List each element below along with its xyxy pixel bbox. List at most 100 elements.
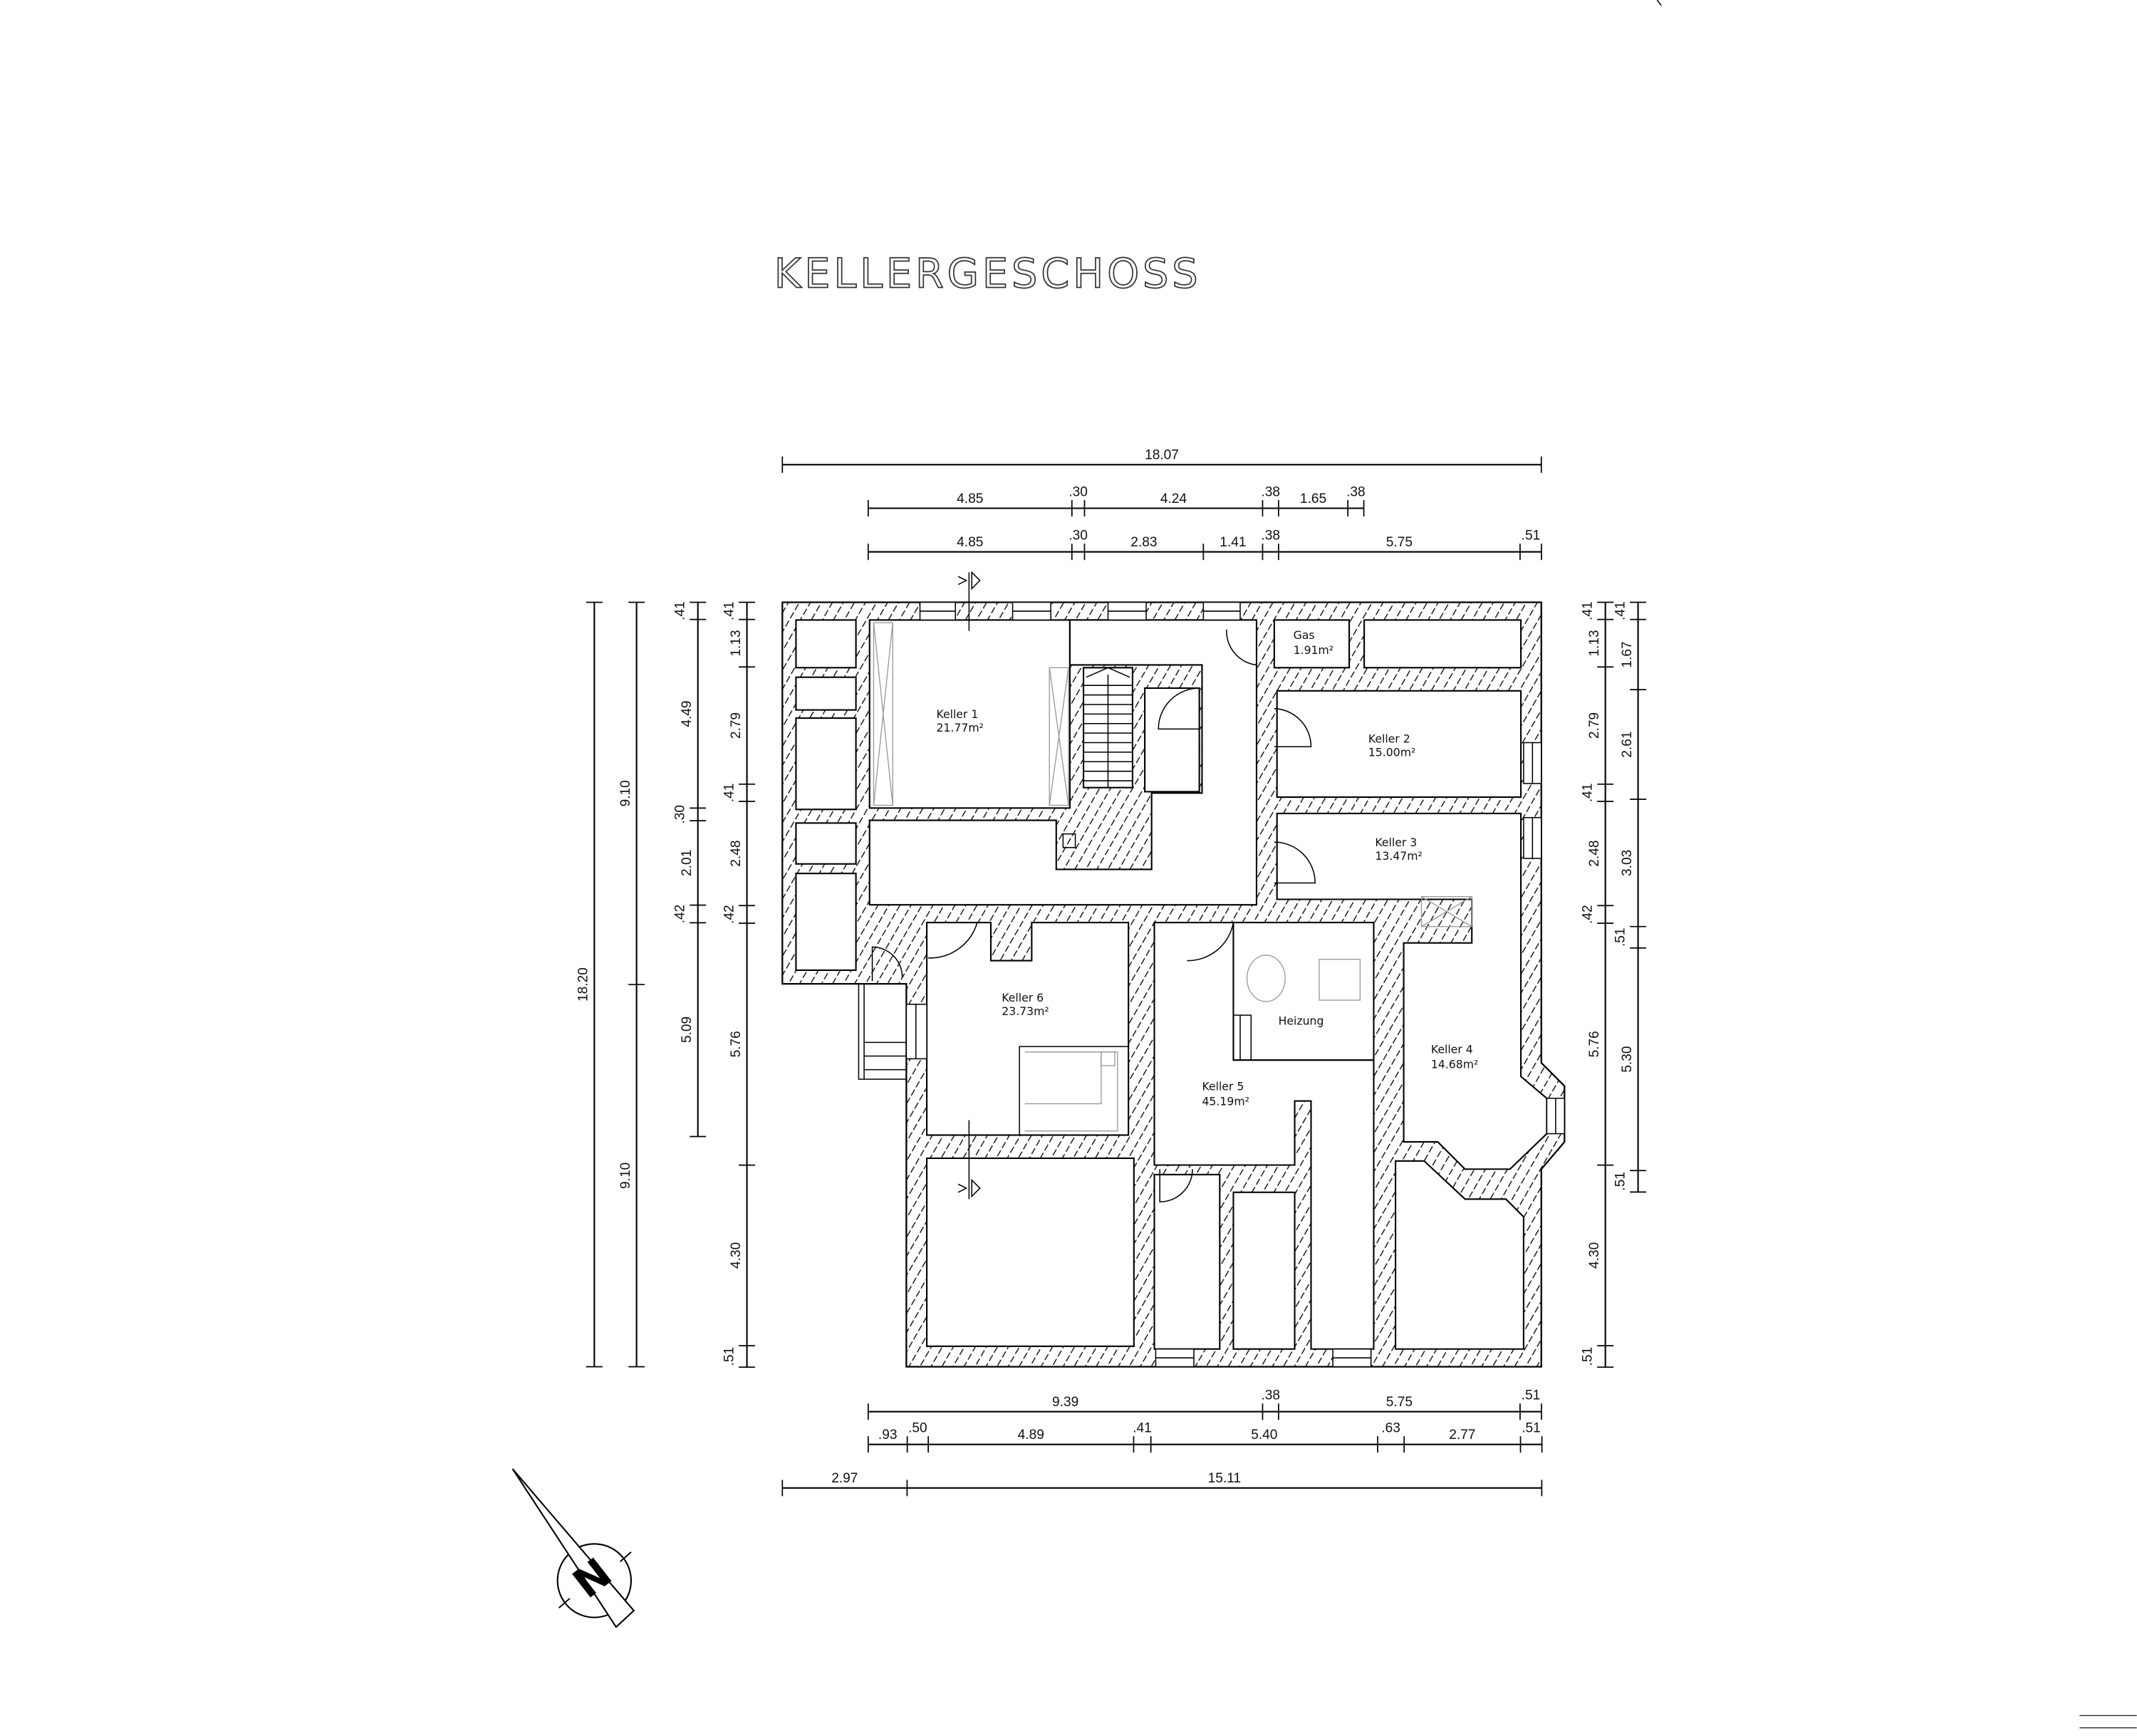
staircase	[1062, 667, 1200, 848]
dimension-label: 1.13	[1587, 630, 1602, 656]
dimension-label: 5.75	[1386, 1395, 1413, 1410]
dimension-label: 5.40	[1251, 1428, 1277, 1443]
dimension-label: 4.30	[1587, 1242, 1602, 1269]
section-marker-bottom	[957, 1120, 981, 1200]
dimension-label: 9.10	[618, 1163, 633, 1189]
dimension-label: 1.67	[1620, 641, 1635, 667]
dimension-chain-left-inner-1: .414.49.302.01.425.09	[673, 601, 707, 1138]
dimension-label: 2.61	[1620, 731, 1635, 757]
dimension-label: 5.76	[729, 1031, 744, 1057]
left-storage-bays	[795, 619, 857, 972]
dimension-label: 9.39	[1052, 1395, 1078, 1410]
dimension-label: .51	[1613, 927, 1628, 947]
dimension-chains: 18.07 4.85 .30 4.24 .38 1.65 .38 4.85 .30 2.83 1.4…	[576, 448, 1647, 1497]
room-bottom-narrow-2	[1232, 1191, 1296, 1350]
shaft-markers	[873, 622, 1472, 927]
room-area: 45.19m²	[1202, 1094, 1249, 1108]
room-name: Keller 1	[936, 707, 978, 721]
dimension-chain-right-inner-1: .411.132.79.412.48.425.764.30.51	[1581, 601, 1614, 1368]
dimension-label: .30	[1068, 528, 1088, 543]
room-keller-1	[868, 619, 1071, 809]
room-name: Keller 5	[1202, 1079, 1244, 1093]
dimension-label: 4.85	[957, 492, 983, 506]
dimension-label: 2.97	[831, 1471, 858, 1486]
dimension-label: 2.01	[680, 850, 695, 876]
dimension-label: .38	[1261, 484, 1280, 499]
north-arrow-icon: N	[511, 1468, 635, 1628]
room-bottom-left	[926, 1157, 1135, 1347]
room-name: Keller 6	[1002, 991, 1044, 1004]
dimension-chain-left-overall: 18.20	[576, 601, 603, 1368]
room-heizung	[1232, 921, 1375, 1061]
windows	[905, 601, 1566, 1368]
dimension-label: 2.79	[729, 712, 744, 739]
dimension-chain-top-overall: 18.07	[781, 448, 1542, 473]
room-keller-2	[1276, 690, 1522, 799]
room-bottom-right	[1395, 1160, 1524, 1350]
dimension-label: .41	[673, 601, 688, 620]
dimension-label: .38	[1346, 484, 1366, 499]
dimension-label: 15.11	[1208, 1471, 1241, 1486]
dimension-chain-bottom-3: 2.97 15.11	[781, 1471, 1543, 1497]
counter-fixture	[1019, 1046, 1129, 1135]
dimension-label: .50	[908, 1420, 927, 1435]
dimension-label: 5.76	[1587, 1031, 1602, 1057]
boiler-icon	[1246, 955, 1286, 1002]
exterior-stair	[858, 984, 907, 1080]
dimension-label: 1.13	[729, 630, 744, 656]
dimension-label: .30	[673, 805, 688, 824]
heizung-niche	[1233, 1014, 1252, 1061]
dimension-label: .42	[1581, 905, 1596, 924]
room-name: Gas	[1294, 628, 1315, 642]
dimension-label: 2.77	[1449, 1428, 1475, 1443]
dimension-label: .51	[1613, 1172, 1628, 1191]
dimension-label: 1.65	[1300, 492, 1326, 506]
dimension-label: 9.10	[618, 780, 633, 806]
tank-icon	[1319, 958, 1361, 1001]
room-keller-5	[1153, 921, 1375, 1350]
dimension-label: .42	[722, 905, 737, 924]
dimension-label: .41	[722, 784, 737, 803]
dimension-label: 4.24	[1160, 492, 1187, 506]
dimension-label: .51	[1522, 1420, 1541, 1435]
dimension-label: 2.79	[1587, 712, 1602, 739]
dimension-chain-right-inner-2: .411.672.613.03.515.30.51	[1613, 601, 1647, 1193]
dimension-label: .41	[1581, 601, 1596, 620]
dimension-label: .41	[1133, 1420, 1152, 1435]
dimension-label: .41	[1581, 784, 1596, 803]
dimension-label: .41	[1613, 601, 1628, 620]
dimension-label: 5.75	[1386, 535, 1413, 550]
room-area: 13.47m²	[1375, 849, 1422, 863]
room-name: Keller 3	[1375, 836, 1417, 849]
room-name: Heizung	[1279, 1014, 1324, 1027]
dimension-label: 4.85	[957, 535, 983, 550]
room-area: 23.73m²	[1002, 1004, 1049, 1018]
section-marker-top	[957, 571, 981, 631]
room-bottom-narrow-1	[1153, 1173, 1221, 1350]
dimension-label: .51	[1522, 528, 1541, 543]
dimension-label: 4.30	[729, 1242, 744, 1269]
dimension-label: 18.07	[1145, 448, 1179, 463]
dimension-label: 1.41	[1220, 535, 1246, 550]
dimension-label: .41	[722, 601, 737, 620]
dimension-label: 18.20	[576, 967, 591, 1002]
dimension-label: 5.09	[680, 1017, 695, 1043]
room-area: 21.77m²	[936, 721, 983, 734]
room-keller-6	[926, 921, 1130, 1136]
dimension-label: .30	[1068, 484, 1088, 499]
sheet-marks	[1656, 0, 2137, 1729]
dimension-label: .51	[722, 1347, 737, 1366]
dimension-label: 2.48	[729, 840, 744, 866]
dimension-chain-left-half: 9.10 9.10	[618, 601, 645, 1368]
dimension-chain-left-inner-2: .41 1.13 2.79 .41 2.48 .42 5.76 4.30 .51	[722, 601, 756, 1368]
drawing-title: KELLERGESCHOSS	[774, 250, 1207, 298]
room-name: Keller 4	[1431, 1043, 1473, 1056]
room-name: Keller 2	[1368, 732, 1410, 746]
room-labels: Keller 1 21.77m² Gas 1.91m² Keller 2 15.…	[936, 628, 1478, 1108]
dimension-label: 2.83	[1130, 535, 1157, 550]
dimension-label: 5.30	[1620, 1046, 1635, 1072]
